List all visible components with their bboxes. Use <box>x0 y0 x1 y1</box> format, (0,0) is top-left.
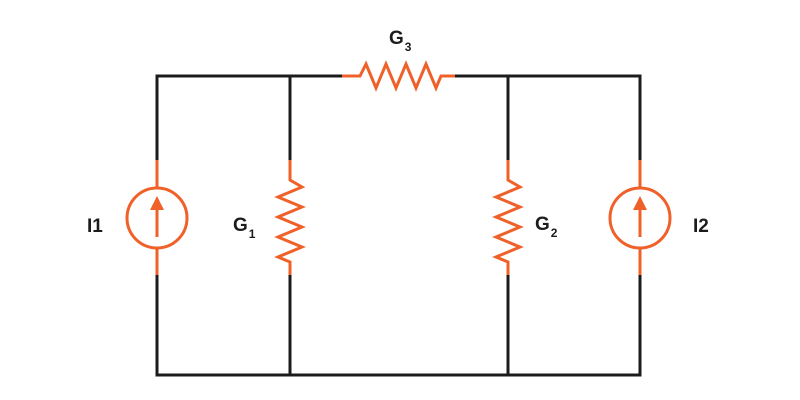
current-source-i1 <box>125 160 189 275</box>
label-g1-subscript: 1 <box>249 227 256 241</box>
arrowhead-icon <box>150 196 164 210</box>
wires <box>155 74 642 377</box>
label-g3-subscript: 3 <box>405 40 412 54</box>
resistor-g3 <box>342 60 455 92</box>
arrowhead-icon <box>633 196 647 210</box>
label-g1: G1 <box>233 215 256 241</box>
label-g3: G3 <box>389 28 412 54</box>
label-g2: G2 <box>535 214 558 240</box>
label-i2: I2 <box>693 216 709 237</box>
current-source-i2 <box>608 160 672 275</box>
label-g3-symbol: G <box>389 28 404 49</box>
resistor-g1 <box>274 160 306 275</box>
label-g2-subscript: 2 <box>551 226 558 240</box>
label-g2-symbol: G <box>535 214 550 235</box>
label-g1-symbol: G <box>233 215 248 236</box>
label-i1: I1 <box>87 216 103 237</box>
resistor-g2 <box>492 160 524 275</box>
